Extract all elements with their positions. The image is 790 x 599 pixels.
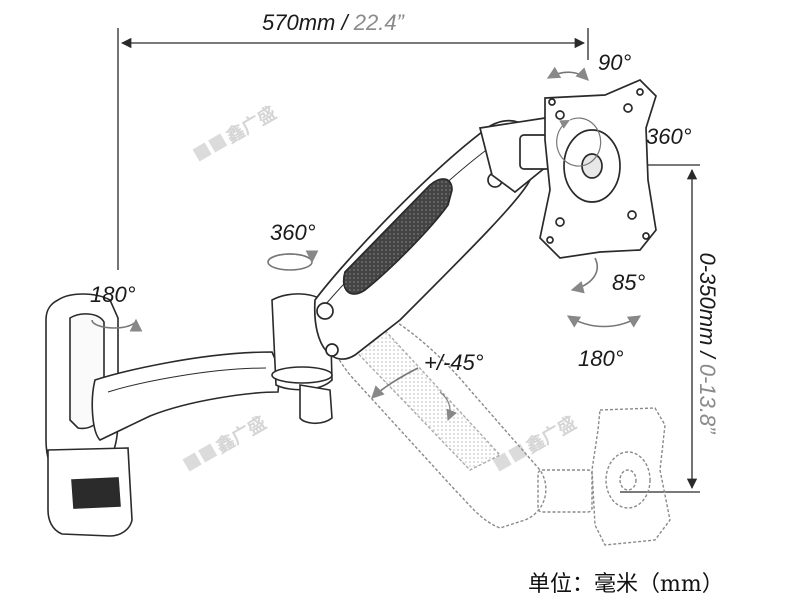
angle-plate-swivel: 180° (578, 346, 624, 371)
angle-wall-swivel: 180° (90, 282, 136, 307)
lower-arm (91, 293, 333, 441)
angle-top-tilt: 90° (598, 50, 632, 75)
height-label: 0-350mm / 0-13.8” (694, 163, 720, 523)
ghost-arm-lowered (319, 297, 671, 546)
unit-note: 单位：毫米（mm） (528, 572, 724, 597)
width-imperial: 22.4” (353, 10, 404, 35)
width-label: 570mm / 22.4” (262, 10, 404, 36)
angle-plate-rotate: 360° (646, 124, 692, 149)
width-metric: 570mm (262, 10, 336, 35)
rotation-arrows (91, 66, 642, 399)
angle-arm-tilt: +/-45° (424, 350, 484, 375)
angle-arm-rotate: 360° (270, 220, 316, 245)
upper-arm (313, 117, 553, 360)
width-dimension (117, 28, 589, 270)
height-imperial: 0-13.8” (695, 363, 720, 434)
tilt-arc-45 (439, 391, 457, 422)
height-separator: / (695, 351, 720, 358)
height-metric: 0-350mm (695, 252, 720, 346)
width-separator: / (341, 10, 348, 35)
vesa-plate (539, 78, 657, 259)
angle-plate-tilt: 85° (612, 270, 646, 295)
